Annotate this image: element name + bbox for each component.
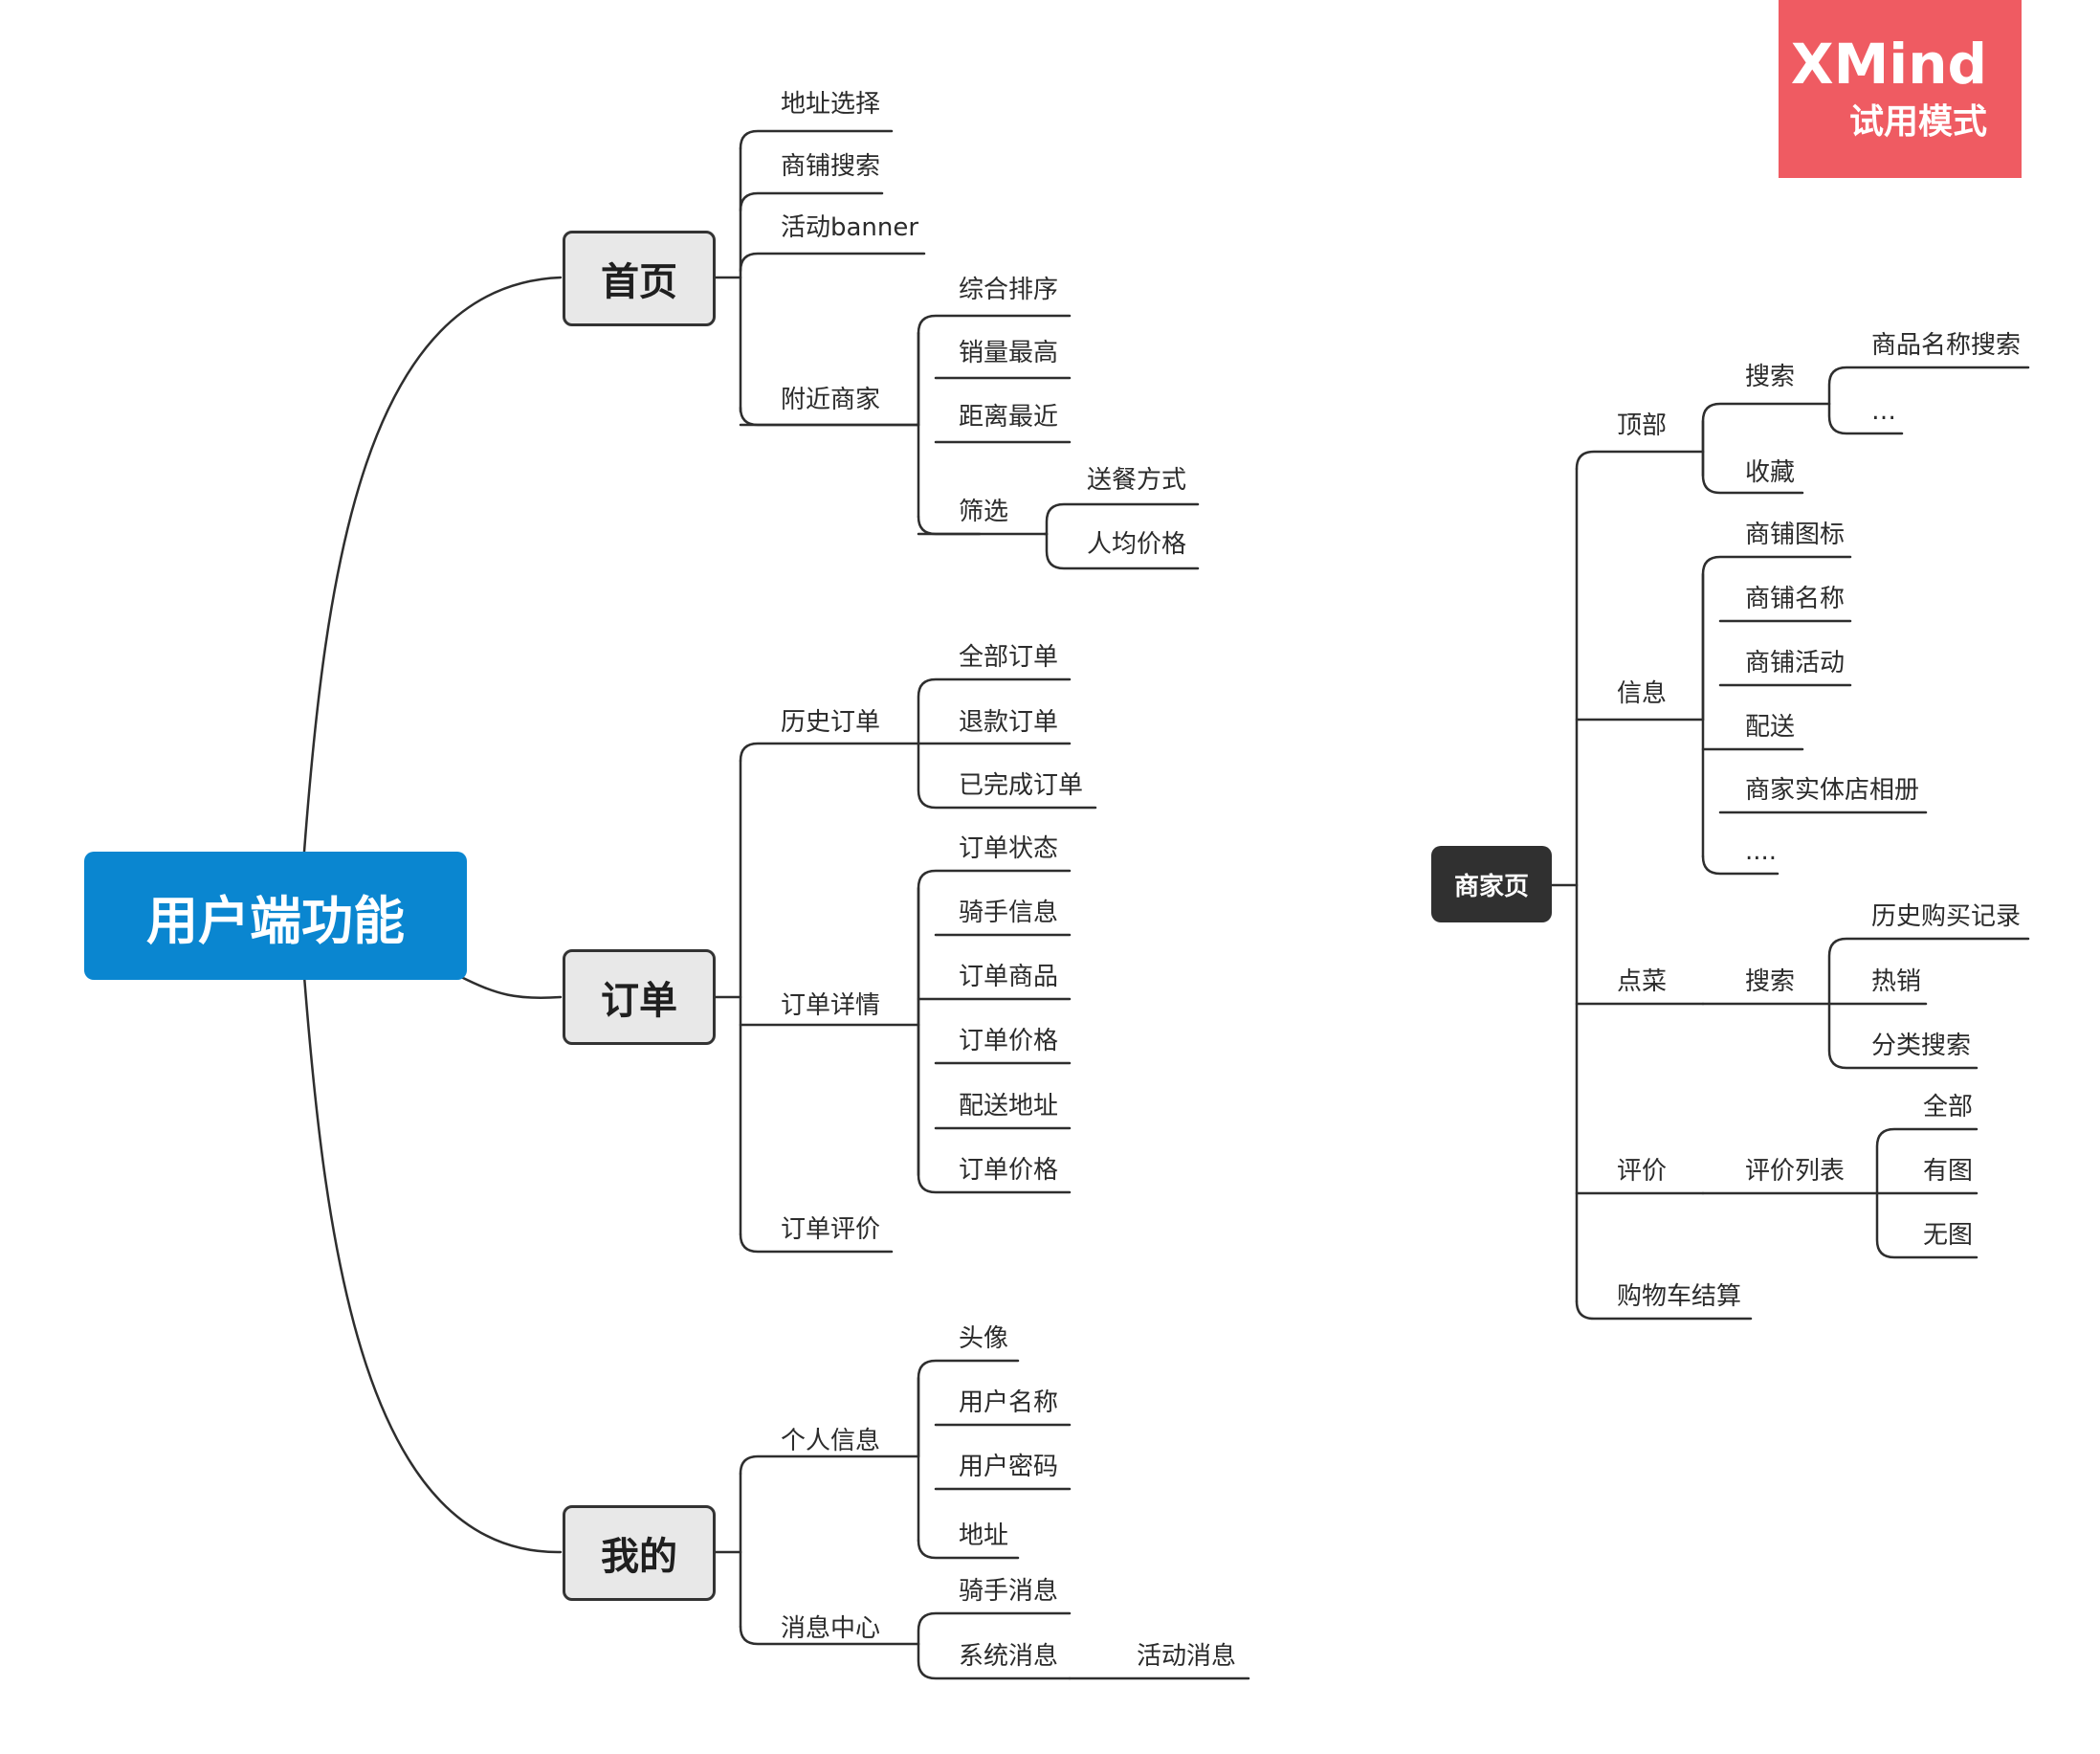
- node-shop-icon[interactable]: 商铺图标: [1745, 521, 1846, 549]
- node-refund-orders[interactable]: 退款订单: [959, 708, 1059, 737]
- node-review-no-pic[interactable]: 无图: [1923, 1221, 1974, 1250]
- node-rider-info[interactable]: 骑手信息: [959, 899, 1059, 927]
- node-password[interactable]: 用户密码: [959, 1453, 1059, 1481]
- node-system-messages[interactable]: 系统消息: [959, 1642, 1059, 1671]
- node-order-review[interactable]: 订单评价: [781, 1215, 881, 1244]
- node-sales-highest[interactable]: 销量最高: [959, 339, 1059, 367]
- node-activity-messages[interactable]: 活动消息: [1137, 1642, 1237, 1671]
- node-completed-orders[interactable]: 已完成订单: [959, 771, 1084, 800]
- topic-mine[interactable]: 我的: [563, 1505, 716, 1601]
- node-review-list[interactable]: 评价列表: [1745, 1157, 1846, 1186]
- node-info-more[interactable]: ....: [1745, 837, 1778, 866]
- node-order-price[interactable]: 订单价格: [959, 1027, 1059, 1055]
- node-sort-overall[interactable]: 综合排序: [959, 276, 1059, 304]
- node-delivery-mode[interactable]: 送餐方式: [1087, 466, 1187, 495]
- node-distance-nearest[interactable]: 距离最近: [959, 403, 1059, 432]
- node-personal-info[interactable]: 个人信息: [781, 1427, 881, 1455]
- node-store-album[interactable]: 商家实体店相册: [1745, 776, 1920, 805]
- node-top-search[interactable]: 搜索: [1745, 363, 1796, 391]
- node-avg-price[interactable]: 人均价格: [1087, 530, 1187, 559]
- node-hot-sale[interactable]: 热销: [1871, 967, 1922, 996]
- topic-merchant[interactable]: 商家页: [1431, 846, 1552, 922]
- node-shop-activity[interactable]: 商铺活动: [1745, 649, 1846, 677]
- node-category-search[interactable]: 分类搜索: [1871, 1032, 1972, 1060]
- root-topic[interactable]: 用户端功能: [84, 852, 467, 980]
- node-info[interactable]: 信息: [1617, 679, 1668, 708]
- topic-homepage[interactable]: 首页: [563, 231, 716, 326]
- node-delivery-address[interactable]: 配送地址: [959, 1092, 1059, 1121]
- node-review-with-pic[interactable]: 有图: [1923, 1157, 1974, 1186]
- node-order-status[interactable]: 订单状态: [959, 834, 1059, 863]
- node-user-address[interactable]: 地址: [959, 1521, 1009, 1550]
- node-order-goods[interactable]: 订单商品: [959, 963, 1059, 991]
- xmind-trial-badge: XMind 试用模式: [1779, 0, 2022, 178]
- node-purchase-history[interactable]: 历史购买记录: [1871, 902, 2022, 931]
- node-shop-search[interactable]: 商铺搜索: [781, 152, 881, 181]
- node-order-detail[interactable]: 订单详情: [781, 991, 881, 1020]
- node-all-orders[interactable]: 全部订单: [959, 643, 1059, 672]
- node-history-orders[interactable]: 历史订单: [781, 708, 881, 737]
- node-review[interactable]: 评价: [1617, 1157, 1668, 1186]
- node-message-center[interactable]: 消息中心: [781, 1614, 881, 1643]
- node-top[interactable]: 顶部: [1617, 411, 1668, 440]
- badge-subtitle: 试用模式: [1848, 102, 1987, 142]
- node-favorite[interactable]: 收藏: [1745, 458, 1796, 487]
- badge-brand: XMind: [1790, 32, 1987, 97]
- node-order-price-2[interactable]: 订单价格: [959, 1156, 1059, 1185]
- node-order-dishes[interactable]: 点菜: [1617, 967, 1668, 996]
- node-filter[interactable]: 筛选: [959, 498, 1009, 526]
- node-address-select[interactable]: 地址选择: [781, 90, 881, 119]
- node-cart-checkout[interactable]: 购物车结算: [1617, 1282, 1742, 1311]
- node-activity-banner[interactable]: 活动banner: [781, 213, 919, 242]
- node-review-all[interactable]: 全部: [1923, 1093, 1974, 1121]
- node-username[interactable]: 用户名称: [959, 1388, 1059, 1417]
- node-delivery[interactable]: 配送: [1745, 713, 1796, 742]
- node-top-search-more[interactable]: …: [1871, 397, 1896, 426]
- node-shop-name[interactable]: 商铺名称: [1745, 585, 1846, 613]
- node-rider-messages[interactable]: 骑手消息: [959, 1577, 1059, 1606]
- node-avatar[interactable]: 头像: [959, 1324, 1009, 1353]
- node-goods-name-search[interactable]: 商品名称搜索: [1871, 331, 2022, 360]
- node-dish-search[interactable]: 搜索: [1745, 967, 1796, 996]
- node-nearby-merchants[interactable]: 附近商家: [781, 386, 881, 414]
- topic-orders[interactable]: 订单: [563, 949, 716, 1045]
